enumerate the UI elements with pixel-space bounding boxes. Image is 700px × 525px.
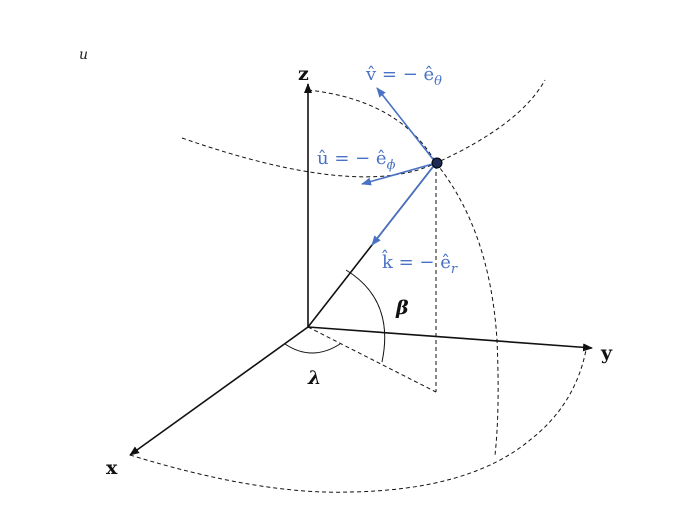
latitude-circle-arc	[181, 79, 546, 178]
u-hat-label: û = − êϕ	[317, 148, 396, 173]
corner-label: u	[79, 47, 88, 63]
v-hat-vector	[376, 87, 437, 164]
meridian-arc	[435, 162, 499, 456]
y-axis	[307, 326, 593, 352]
u-hat-label-sub: ϕ	[387, 158, 396, 173]
beta-label: β	[395, 297, 409, 319]
equator-arc	[129, 349, 587, 493]
x-axis	[129, 326, 309, 456]
projection-base-line	[307, 326, 437, 393]
k-hat-vector	[371, 162, 437, 246]
z-axis-label: z	[298, 63, 309, 85]
lambda-angle-arc	[284, 343, 341, 354]
v-hat-label: v̂ = − êθ	[365, 64, 442, 89]
meridian-z-arc	[307, 89, 437, 164]
y-axis-label: y	[600, 342, 613, 364]
beta-angle-arc	[345, 269, 386, 363]
u-hat-vector	[361, 162, 437, 186]
point-marker	[431, 157, 443, 169]
lambda-label: λ	[307, 367, 321, 389]
v-hat-label-sub: θ	[434, 74, 442, 89]
u-hat-label-main: û = − ê	[317, 148, 387, 169]
k-hat-label: k̂ = − êr	[381, 248, 458, 277]
k-hat-label-sub: r	[451, 262, 458, 277]
v-hat-label-main: v̂ = − ê	[365, 64, 434, 85]
k-hat-label-main: k̂ = − ê	[381, 248, 451, 273]
x-axis-label: x	[106, 457, 118, 479]
